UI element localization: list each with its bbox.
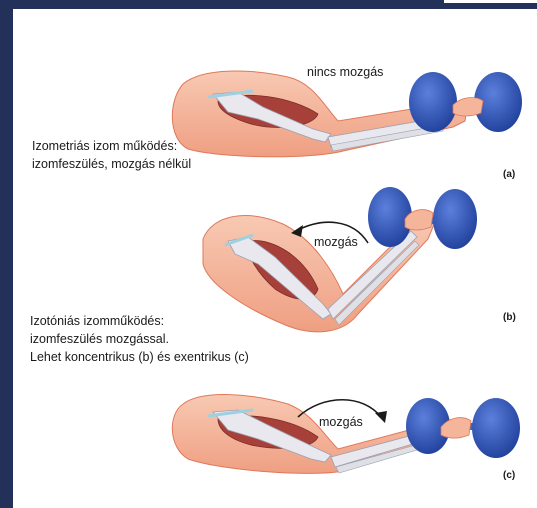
arrowhead-c (375, 411, 387, 423)
arm-illustrations (13, 9, 537, 508)
isotonic-title: Izotóniás izomműködés: (30, 313, 164, 330)
movement-label-c: mozgás (319, 414, 363, 431)
panel-tag-c: (c) (503, 470, 515, 481)
isotonic-description: izomfeszülés mozgással. (30, 331, 169, 348)
diagram-panel: nincs mozgás mozgás mozgás (a) (b) (c) I… (13, 9, 537, 508)
dumbbell-c (406, 398, 520, 458)
panel-tag-a: (a) (503, 169, 515, 180)
isotonic-types: Lehet koncentrikus (b) és exentrikus (c) (30, 349, 249, 366)
arm-c (172, 395, 433, 474)
frame-corner (444, 0, 537, 3)
panel-tag-b: (b) (503, 312, 516, 323)
movement-label-b: mozgás (314, 234, 358, 251)
isometric-description: izomfeszülés, mozgás nélkül (32, 156, 191, 173)
dumbbell-a (409, 72, 522, 132)
isometric-title: Izometriás izom működés: (32, 138, 177, 155)
movement-label-a: nincs mozgás (307, 64, 383, 81)
